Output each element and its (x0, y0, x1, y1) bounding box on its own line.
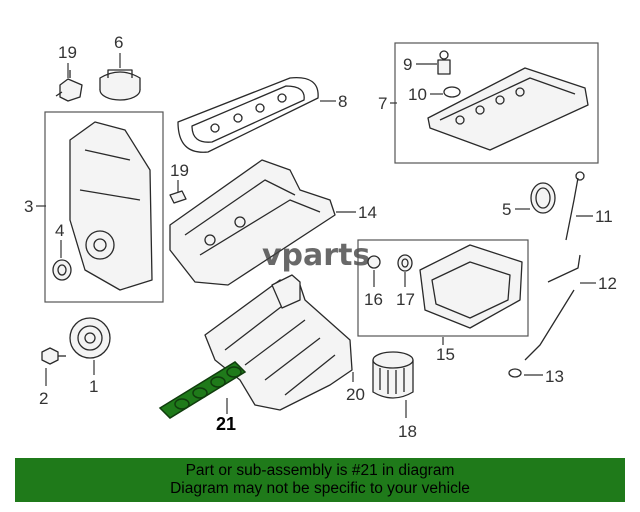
callout-16: 16 (364, 290, 383, 309)
callout-11: 11 (595, 207, 613, 226)
part-19-sensor-lower[interactable] (169, 190, 187, 204)
part-1-crank-pulley[interactable] (69, 317, 111, 359)
callout-6: 6 (114, 33, 123, 52)
callout-4: 4 (55, 221, 64, 240)
banner-line-1: Part or sub-assembly is #21 in diagram (185, 462, 455, 479)
part-12-dipstick-tube[interactable] (547, 254, 581, 283)
callout-8: 8 (338, 92, 347, 111)
callout-12: 12 (598, 274, 617, 293)
part-20-intake-manifold[interactable] (204, 274, 353, 411)
part-17-drain-washer[interactable] (397, 254, 413, 272)
callout-2: 2 (39, 389, 48, 408)
part-14-upper-oil-pan[interactable] (169, 159, 336, 286)
part-3-box (44, 111, 164, 303)
callout-17: 17 (396, 290, 415, 309)
callout-5: 5 (502, 200, 511, 219)
callout-9: 9 (403, 55, 412, 74)
banner-line-2: Diagram may not be specific to your vehi… (170, 480, 470, 497)
callout-18: 18 (398, 422, 417, 441)
callout-21: 21 (216, 414, 236, 434)
watermark-logo: vparts (262, 238, 370, 273)
part-19-sensor-top[interactable] (55, 70, 83, 102)
part-15-lower-oil-pan[interactable] (419, 244, 523, 329)
callout-1: 1 (89, 377, 98, 396)
callout-14: 14 (358, 203, 377, 222)
part-18-oil-filter[interactable] (372, 351, 414, 399)
part-2-pulley-bolt[interactable] (41, 347, 66, 365)
part-7-valve-cover[interactable] (427, 67, 589, 151)
part-6-oil-cap[interactable] (99, 69, 141, 101)
part-13-dipstick-tube-lower[interactable] (508, 289, 575, 378)
part-16-drain-bolt[interactable] (367, 255, 381, 269)
part-21-intake-gasket[interactable] (158, 361, 247, 419)
callout-3: 3 (24, 197, 33, 216)
info-banner: Part or sub-assembly is #21 in diagram D… (15, 458, 625, 502)
callout-20: 20 (346, 385, 365, 404)
callout-15: 15 (436, 345, 455, 364)
part-10-o-ring[interactable] (443, 86, 461, 98)
callout-19-top: 19 (58, 43, 77, 62)
parts-diagram: 19 6 8 7 9 10 (24, 33, 617, 441)
part-15-box (357, 239, 529, 337)
part-5-rear-seal[interactable] (530, 182, 556, 214)
part-11-dipstick[interactable] (565, 171, 585, 241)
part-9-pcv-valve[interactable] (437, 50, 451, 75)
part-8-valve-cover-gasket[interactable] (177, 77, 319, 153)
callout-7: 7 (378, 94, 387, 113)
part-3-timing-cover[interactable] (69, 121, 153, 291)
callout-13: 13 (545, 367, 564, 386)
callout-10: 10 (408, 85, 427, 104)
part-4-front-seal[interactable] (52, 259, 72, 281)
callout-19-lower: 19 (170, 161, 189, 180)
